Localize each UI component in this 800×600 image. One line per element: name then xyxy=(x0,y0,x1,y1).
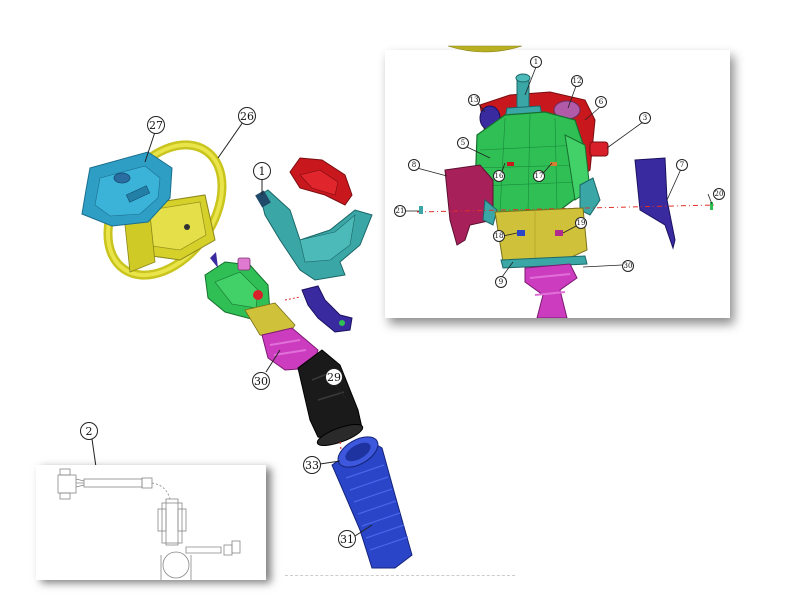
callout-27: 27 xyxy=(147,116,165,134)
detail-callout-1: 1 xyxy=(530,56,542,68)
detail-callout-19: 19 xyxy=(575,217,587,229)
upper-cover xyxy=(289,157,353,206)
wiring-harness-drawing xyxy=(57,468,241,580)
rubber-boot xyxy=(297,349,364,447)
airbag-module xyxy=(81,151,173,227)
detail-callout-30: 30 xyxy=(622,260,634,272)
detail-callout-6: 6 xyxy=(595,96,607,108)
detail-callout-8: 8 xyxy=(408,159,420,171)
detail-view xyxy=(405,66,716,318)
detail-callout-16: 16 xyxy=(493,170,505,182)
detail-callout-20: 20 xyxy=(713,188,725,200)
wiring-inset xyxy=(36,465,266,580)
detail-callout-5: 5 xyxy=(457,137,469,149)
steering-column xyxy=(255,189,373,281)
detail-callout-7: 7 xyxy=(676,159,688,171)
lower-tube xyxy=(331,436,413,569)
callout-30: 30 xyxy=(252,372,270,390)
detail-callout-21: 21 xyxy=(394,205,406,217)
faint-divider xyxy=(285,575,515,577)
detail-callout-17: 17 xyxy=(533,170,545,182)
detail-callout-13: 13 xyxy=(468,94,480,106)
callout-31: 31 xyxy=(338,530,356,548)
callout-26: 26 xyxy=(238,107,256,125)
detail-callout-3: 3 xyxy=(639,112,651,124)
leader-lines xyxy=(91,121,373,537)
callout-2: 2 xyxy=(80,422,98,440)
detail-callout-18: 18 xyxy=(493,230,505,242)
callout-29: 29 xyxy=(325,368,343,386)
steering-wheel xyxy=(103,140,227,280)
bracket xyxy=(284,285,353,333)
detail-callout-9: 9 xyxy=(495,276,507,288)
switch-housing xyxy=(204,252,319,371)
detail-callout-12: 12 xyxy=(571,75,583,87)
callout-33: 33 xyxy=(303,456,321,474)
callout-1: 1 xyxy=(253,162,271,180)
detail-inset: 1 12 13 6 3 5 8 7 16 17 21 20 18 19 9 30 xyxy=(385,50,730,318)
